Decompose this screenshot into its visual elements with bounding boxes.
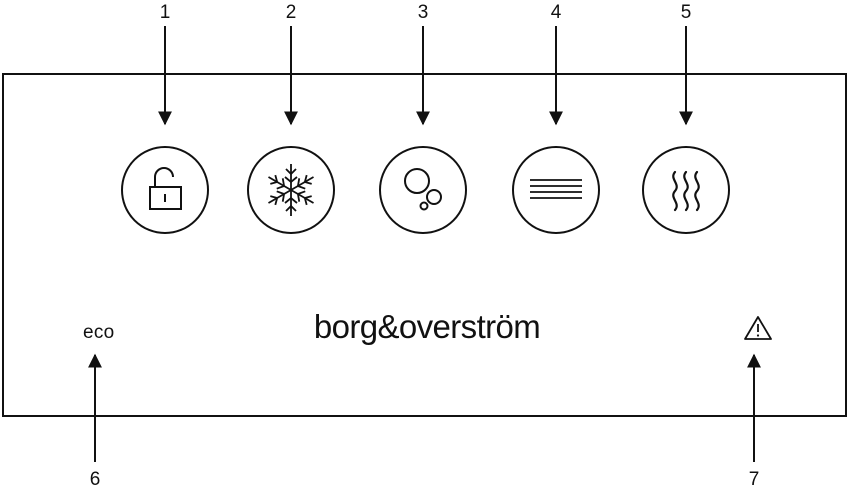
control-panel: eco borg&overström	[2, 73, 847, 417]
unlock-button[interactable]	[121, 146, 209, 234]
eco-label: eco	[83, 322, 115, 343]
still-water-lines-icon	[530, 179, 582, 199]
callout-number-7: 7	[748, 469, 760, 490]
warning-triangle-icon	[744, 316, 772, 340]
unlock-icon	[149, 167, 182, 210]
still-water-button[interactable]	[512, 146, 600, 234]
cold-water-button[interactable]	[247, 146, 335, 234]
sparkling-water-button[interactable]	[379, 146, 467, 234]
callout-number-6: 6	[89, 469, 101, 490]
callout-number-2: 2	[285, 2, 297, 23]
callout-number-1: 1	[159, 2, 171, 23]
callout-number-5: 5	[680, 2, 692, 23]
bubbles-icon	[404, 168, 442, 211]
hot-water-button[interactable]	[642, 146, 730, 234]
callout-number-3: 3	[417, 2, 429, 23]
snowflake-icon	[264, 164, 318, 217]
hot-water-waves-icon	[672, 170, 700, 212]
brand-logo-text: borg&overström	[313, 308, 541, 345]
callout-number-4: 4	[550, 2, 562, 23]
